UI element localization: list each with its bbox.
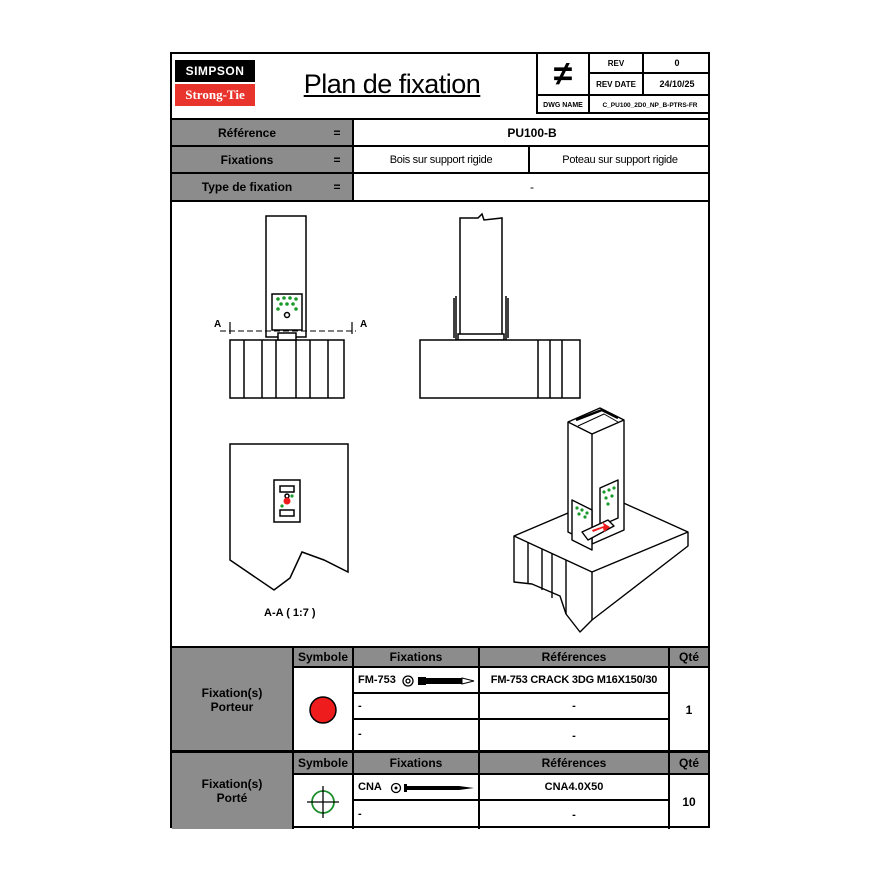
fixations-equals: = [333,152,341,167]
symbol-cell-porte [294,775,354,829]
type-value: - [352,174,710,202]
symbol-cell-porteur [294,668,354,752]
porte-fixation-2: - [358,808,362,820]
porte-reference-2: - [480,801,670,829]
porteur-qte: 1 [685,703,693,717]
col-fixations: Fixations [354,648,480,668]
rev-date-value: 24/10/25 [644,74,710,96]
fixations-table-porte: Fixation(s) Porté Symbole Fixations Réfé… [172,750,708,829]
page-title: Plan de fixation [303,68,481,99]
col-fixations-2: Fixations [354,753,480,775]
porteur-reference-1: FM-753 CRACK 3DG M16X150/30 [480,668,670,694]
section-mark-left: A [214,319,221,330]
dwg-name-value: C_PU100_2D0_NP_B-PTRS-FR [602,101,698,109]
type-label: Type de fixation [201,180,293,194]
porteur-fixation-1: FM-753 [358,674,396,686]
porteur-reference-3: - [480,720,670,752]
anchor-bolt-icon [402,675,475,687]
rev-date-label: REV DATE [590,74,644,96]
section-caption: A-A ( 1:7 ) [264,607,316,619]
col-references-2: Références [480,753,670,775]
green-crosshair-symbol-icon [307,786,339,818]
porteur-fixation-3: - [358,728,362,740]
not-equal-icon: ≠ [538,54,590,96]
reference-equals: = [333,125,341,140]
porte-row-label: Fixation(s) Porté [172,753,294,829]
front-view [220,215,356,399]
isometric-nails [575,486,616,519]
fixations-right-value: Poteau sur support rigide [528,147,710,174]
section-view-marks [280,494,294,508]
info-row-fixations: Fixations = [172,147,352,174]
porteur-row-label: Fixation(s) Porteur [172,648,294,752]
dwg-name-label: DWG NAME [538,96,590,114]
red-dot-symbol-icon [309,696,337,724]
porteur-fixation-row-1: FM-753 [354,668,480,694]
fixations-label: Fixations [220,152,274,167]
porteur-fixation-2: - [358,700,362,712]
type-equals: = [333,180,341,194]
simpson-logo: SIMPSON Strong-Tie [175,60,255,108]
porte-reference-1: CNA4.0X50 [480,775,670,801]
logo-strong-tie: Strong-Tie [175,84,255,106]
logo-simpson: SIMPSON [175,60,255,82]
technical-drawing: A A A-A ( 1:7 ) [214,212,689,633]
info-rows: Référence = PU100-B Fixations = Bois sur… [172,118,710,202]
info-row-reference: Référence = [172,120,352,147]
title-block [536,54,710,114]
front-view-nails [276,296,298,311]
col-qte-2: Qté [670,753,708,775]
anchor-arrow-icon [592,522,610,532]
col-symbole: Symbole [294,648,354,668]
isometric-view [513,407,689,633]
nail-icon [390,782,474,794]
section-view [229,443,349,591]
rev-label: REV [590,54,644,74]
porte-fixation-row-2: - [354,801,480,829]
reference-value: PU100-B [352,120,710,147]
info-row-type: Type de fixation = [172,174,352,202]
porteur-fixation-row-2: - [354,694,480,720]
side-view [419,212,581,399]
col-symbole-2: Symbole [294,753,354,775]
drawing-sheet: SIMPSON Strong-Tie Plan de fixation ≠ RE… [170,52,710,829]
porteur-fixation-row-3: - [354,720,480,752]
rev-value: 0 [644,54,710,74]
fixations-left-value: Bois sur support rigide [352,147,528,174]
porte-fixation-1: CNA [358,781,382,793]
reference-label: Référence [217,125,277,140]
col-qte: Qté [670,648,708,668]
porte-fixation-row-1: CNA [354,775,480,801]
porteur-reference-2: - [480,694,670,720]
porte-qte: 10 [682,795,696,809]
col-references: Références [480,648,670,668]
section-mark-right: A [360,319,367,330]
fixations-table-porteur: Fixation(s) Porteur Symbole Fixations Ré… [172,646,708,752]
